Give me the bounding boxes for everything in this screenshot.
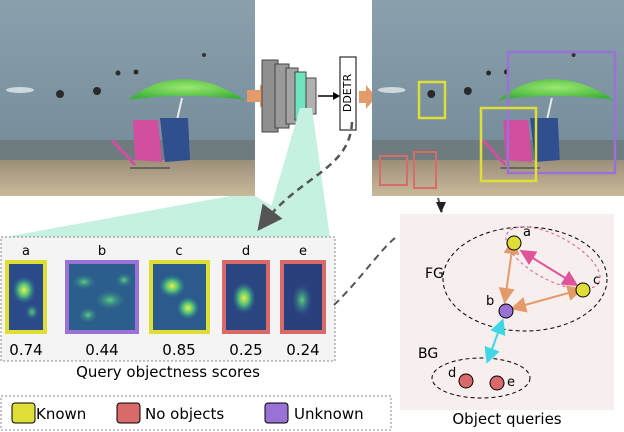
map-c-score: 0.85 <box>162 341 195 359</box>
node-c-letter: c <box>593 273 600 288</box>
output-to-graph-arrowhead <box>436 202 446 213</box>
map-d-letter: d <box>242 244 250 259</box>
legend-label-no-objects: No objects <box>145 405 224 423</box>
input-photo <box>0 0 257 198</box>
fg-cluster <box>442 226 608 332</box>
output-arrow <box>359 85 376 109</box>
edge-c-b <box>510 285 584 313</box>
map-d-score: 0.25 <box>229 341 262 359</box>
map-e-letter: e <box>299 244 307 259</box>
box-a <box>417 80 447 120</box>
map-e <box>280 260 326 334</box>
box-e <box>413 151 437 189</box>
legend-swatch-unknown <box>264 402 289 424</box>
map-b <box>65 260 139 334</box>
bg-label: BG <box>418 346 438 362</box>
query-panel-caption: Query objectness scores <box>76 363 260 381</box>
node-c <box>575 282 591 298</box>
ddetr-label: DDETR <box>341 74 354 113</box>
node-d-letter: d <box>448 366 456 381</box>
edge-a-b <box>498 238 520 304</box>
node-b-letter: b <box>486 294 494 309</box>
edge-a-c <box>519 249 579 287</box>
node-e-letter: e <box>507 375 515 390</box>
map-a-letter: a <box>22 244 30 259</box>
node-a-letter: a <box>523 225 531 240</box>
node-b <box>498 303 514 319</box>
decoder-to-maps-arrow <box>257 121 354 231</box>
mint-connector <box>0 196 327 238</box>
legend-label-unknown: Unknown <box>294 405 364 423</box>
box-d <box>379 155 408 186</box>
maps-to-graph-line <box>333 237 396 306</box>
map-c-letter: c <box>175 244 182 259</box>
legend-swatch-known <box>11 402 36 424</box>
box-c <box>479 106 538 183</box>
map-a-score: 0.74 <box>9 341 42 359</box>
node-d <box>458 373 474 389</box>
fg-label: FG <box>425 266 444 282</box>
map-b-letter: b <box>98 244 106 259</box>
node-e <box>489 375 505 391</box>
ddetr-box <box>339 56 357 131</box>
node-a <box>506 235 522 251</box>
map-e-score: 0.24 <box>286 341 319 359</box>
graph-caption: Object queries <box>452 410 561 428</box>
map-d <box>222 260 270 334</box>
bg-cluster <box>431 357 531 399</box>
backbone-arrowhead <box>333 92 340 100</box>
legend-label-known: Known <box>36 405 86 423</box>
map-c <box>149 260 210 334</box>
edge-b-bg <box>484 318 506 364</box>
map-b-score: 0.44 <box>85 341 118 359</box>
map-a <box>5 260 47 334</box>
legend <box>0 395 392 431</box>
legend-swatch-no-objects <box>116 402 141 424</box>
box-b <box>506 50 617 175</box>
output-photo <box>372 0 624 196</box>
